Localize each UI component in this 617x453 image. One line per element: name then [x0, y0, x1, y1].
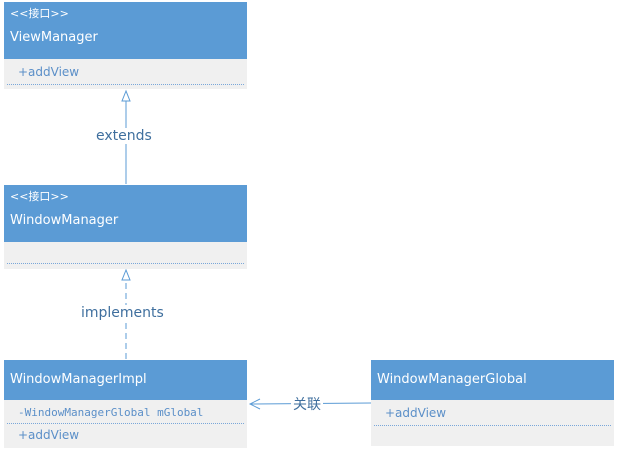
- class-body: -WindowManagerGlobal mGlobal +addView: [4, 400, 247, 448]
- class-header: WindowManagerImpl: [4, 360, 247, 400]
- class-header: <<接口>> WindowManager: [4, 185, 247, 242]
- class-name: WindowManager: [10, 213, 119, 228]
- separator: [7, 423, 244, 424]
- class-header: <<接口>> ViewManager: [4, 2, 247, 59]
- operation: +addView: [385, 406, 447, 420]
- class-body: +addView: [371, 400, 614, 446]
- separator: [374, 425, 611, 426]
- class-header: WindowManagerGlobal: [371, 360, 614, 400]
- class-body: +addView: [4, 59, 247, 89]
- implements-label: implements: [79, 305, 166, 321]
- class-name: WindowManagerGlobal: [377, 372, 527, 387]
- class-view-manager: <<接口>> ViewManager +addView: [4, 2, 247, 89]
- operation: +addView: [18, 428, 80, 442]
- separator: [7, 263, 244, 264]
- class-window-manager: <<接口>> WindowManager: [4, 185, 247, 269]
- implements-arrowhead: [121, 268, 131, 281]
- stereotype: <<接口>>: [10, 190, 69, 203]
- class-window-manager-impl: WindowManagerImpl -WindowManagerGlobal m…: [4, 360, 247, 448]
- association-label: 关联: [291, 394, 323, 414]
- class-body: [4, 242, 247, 269]
- stereotype: <<接口>>: [10, 7, 69, 20]
- extends-arrowhead: [121, 89, 131, 102]
- class-name: WindowManagerImpl: [10, 372, 147, 387]
- attribute: -WindowManagerGlobal mGlobal: [18, 406, 204, 419]
- class-name: ViewManager: [10, 30, 98, 45]
- extends-label: extends: [94, 128, 154, 144]
- class-window-manager-global: WindowManagerGlobal +addView: [371, 360, 614, 446]
- separator: [7, 84, 244, 85]
- operation: +addView: [18, 65, 80, 79]
- association-arrowhead: [248, 398, 261, 410]
